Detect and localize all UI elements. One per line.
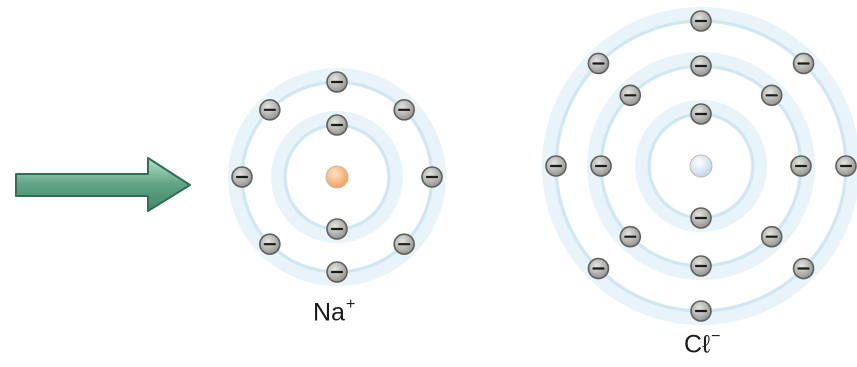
- na-shell-2-electron-7: [232, 167, 252, 187]
- cl-shell-2-electron-3: [791, 156, 811, 176]
- na-shell-2-electron-4: [394, 234, 414, 254]
- cl-shell-2-electron-6: [620, 227, 640, 247]
- na-nucleus: [326, 166, 348, 188]
- na-shell-2-electron-6: [260, 234, 280, 254]
- right-arrow-icon: [16, 158, 190, 211]
- chloride-ion-model: [546, 11, 856, 321]
- cl-shell-3-electron-5: [691, 301, 711, 321]
- na-shell-2-electron-1: [327, 72, 347, 92]
- cl-nucleus: [690, 155, 712, 177]
- na-symbol: Na: [313, 298, 345, 326]
- cl-shell-2-electron-1: [691, 56, 711, 76]
- cl-shell-3-electron-3: [836, 156, 856, 176]
- na-charge: +: [346, 296, 355, 313]
- cl-charge: −: [711, 328, 720, 345]
- cl-shell-3-electron-4: [794, 259, 814, 279]
- na-shell-1-electron-2: [327, 219, 347, 239]
- na-ion-label: Na+: [313, 299, 355, 325]
- cl-shell-1-electron-1: [691, 104, 711, 124]
- cl-shell-2-electron-4: [762, 227, 782, 247]
- cl-shell-2-electron-8: [620, 85, 640, 105]
- na-shell-1-electron-1: [327, 115, 347, 135]
- cl-shell-3-electron-8: [588, 53, 608, 73]
- na-shell-2-electron-5: [327, 262, 347, 282]
- cl-shell-3-electron-6: [588, 259, 608, 279]
- cl-shell-3-electron-2: [794, 53, 814, 73]
- cl-symbol: Cℓ: [684, 330, 710, 358]
- sodium-ion-model: [232, 72, 442, 282]
- na-shell-2-electron-2: [394, 100, 414, 120]
- cl-shell-2-electron-7: [591, 156, 611, 176]
- cl-shell-3-electron-1: [691, 11, 711, 31]
- cl-shell-2-electron-5: [691, 256, 711, 276]
- cl-shell-1-electron-2: [691, 208, 711, 228]
- na-shell-2-electron-8: [260, 100, 280, 120]
- cl-shell-3-electron-7: [546, 156, 566, 176]
- cl-shell-2-electron-2: [762, 85, 782, 105]
- cl-ion-label: Cℓ−: [684, 331, 720, 357]
- na-shell-2-electron-3: [422, 167, 442, 187]
